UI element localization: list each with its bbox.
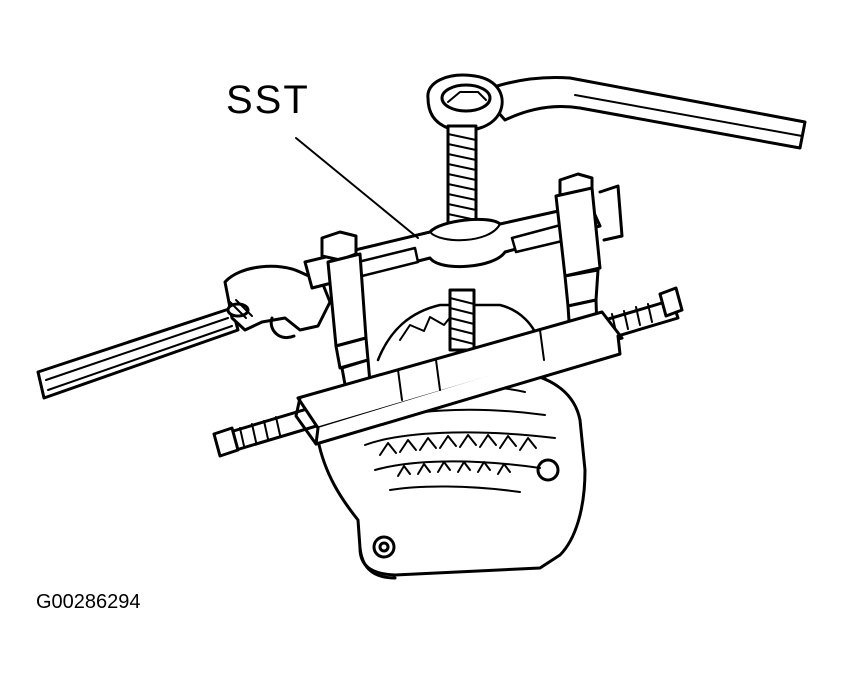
adjustable-wrench — [38, 266, 330, 398]
ratchet-handle — [428, 75, 805, 148]
clamping-bar — [296, 312, 622, 444]
puller-crossbeam — [305, 204, 600, 288]
callout-leader-line — [296, 138, 418, 238]
figure-code: G00286294 — [36, 591, 141, 613]
forcing-screw — [448, 126, 476, 350]
sst-callout-label: SST — [226, 78, 310, 122]
